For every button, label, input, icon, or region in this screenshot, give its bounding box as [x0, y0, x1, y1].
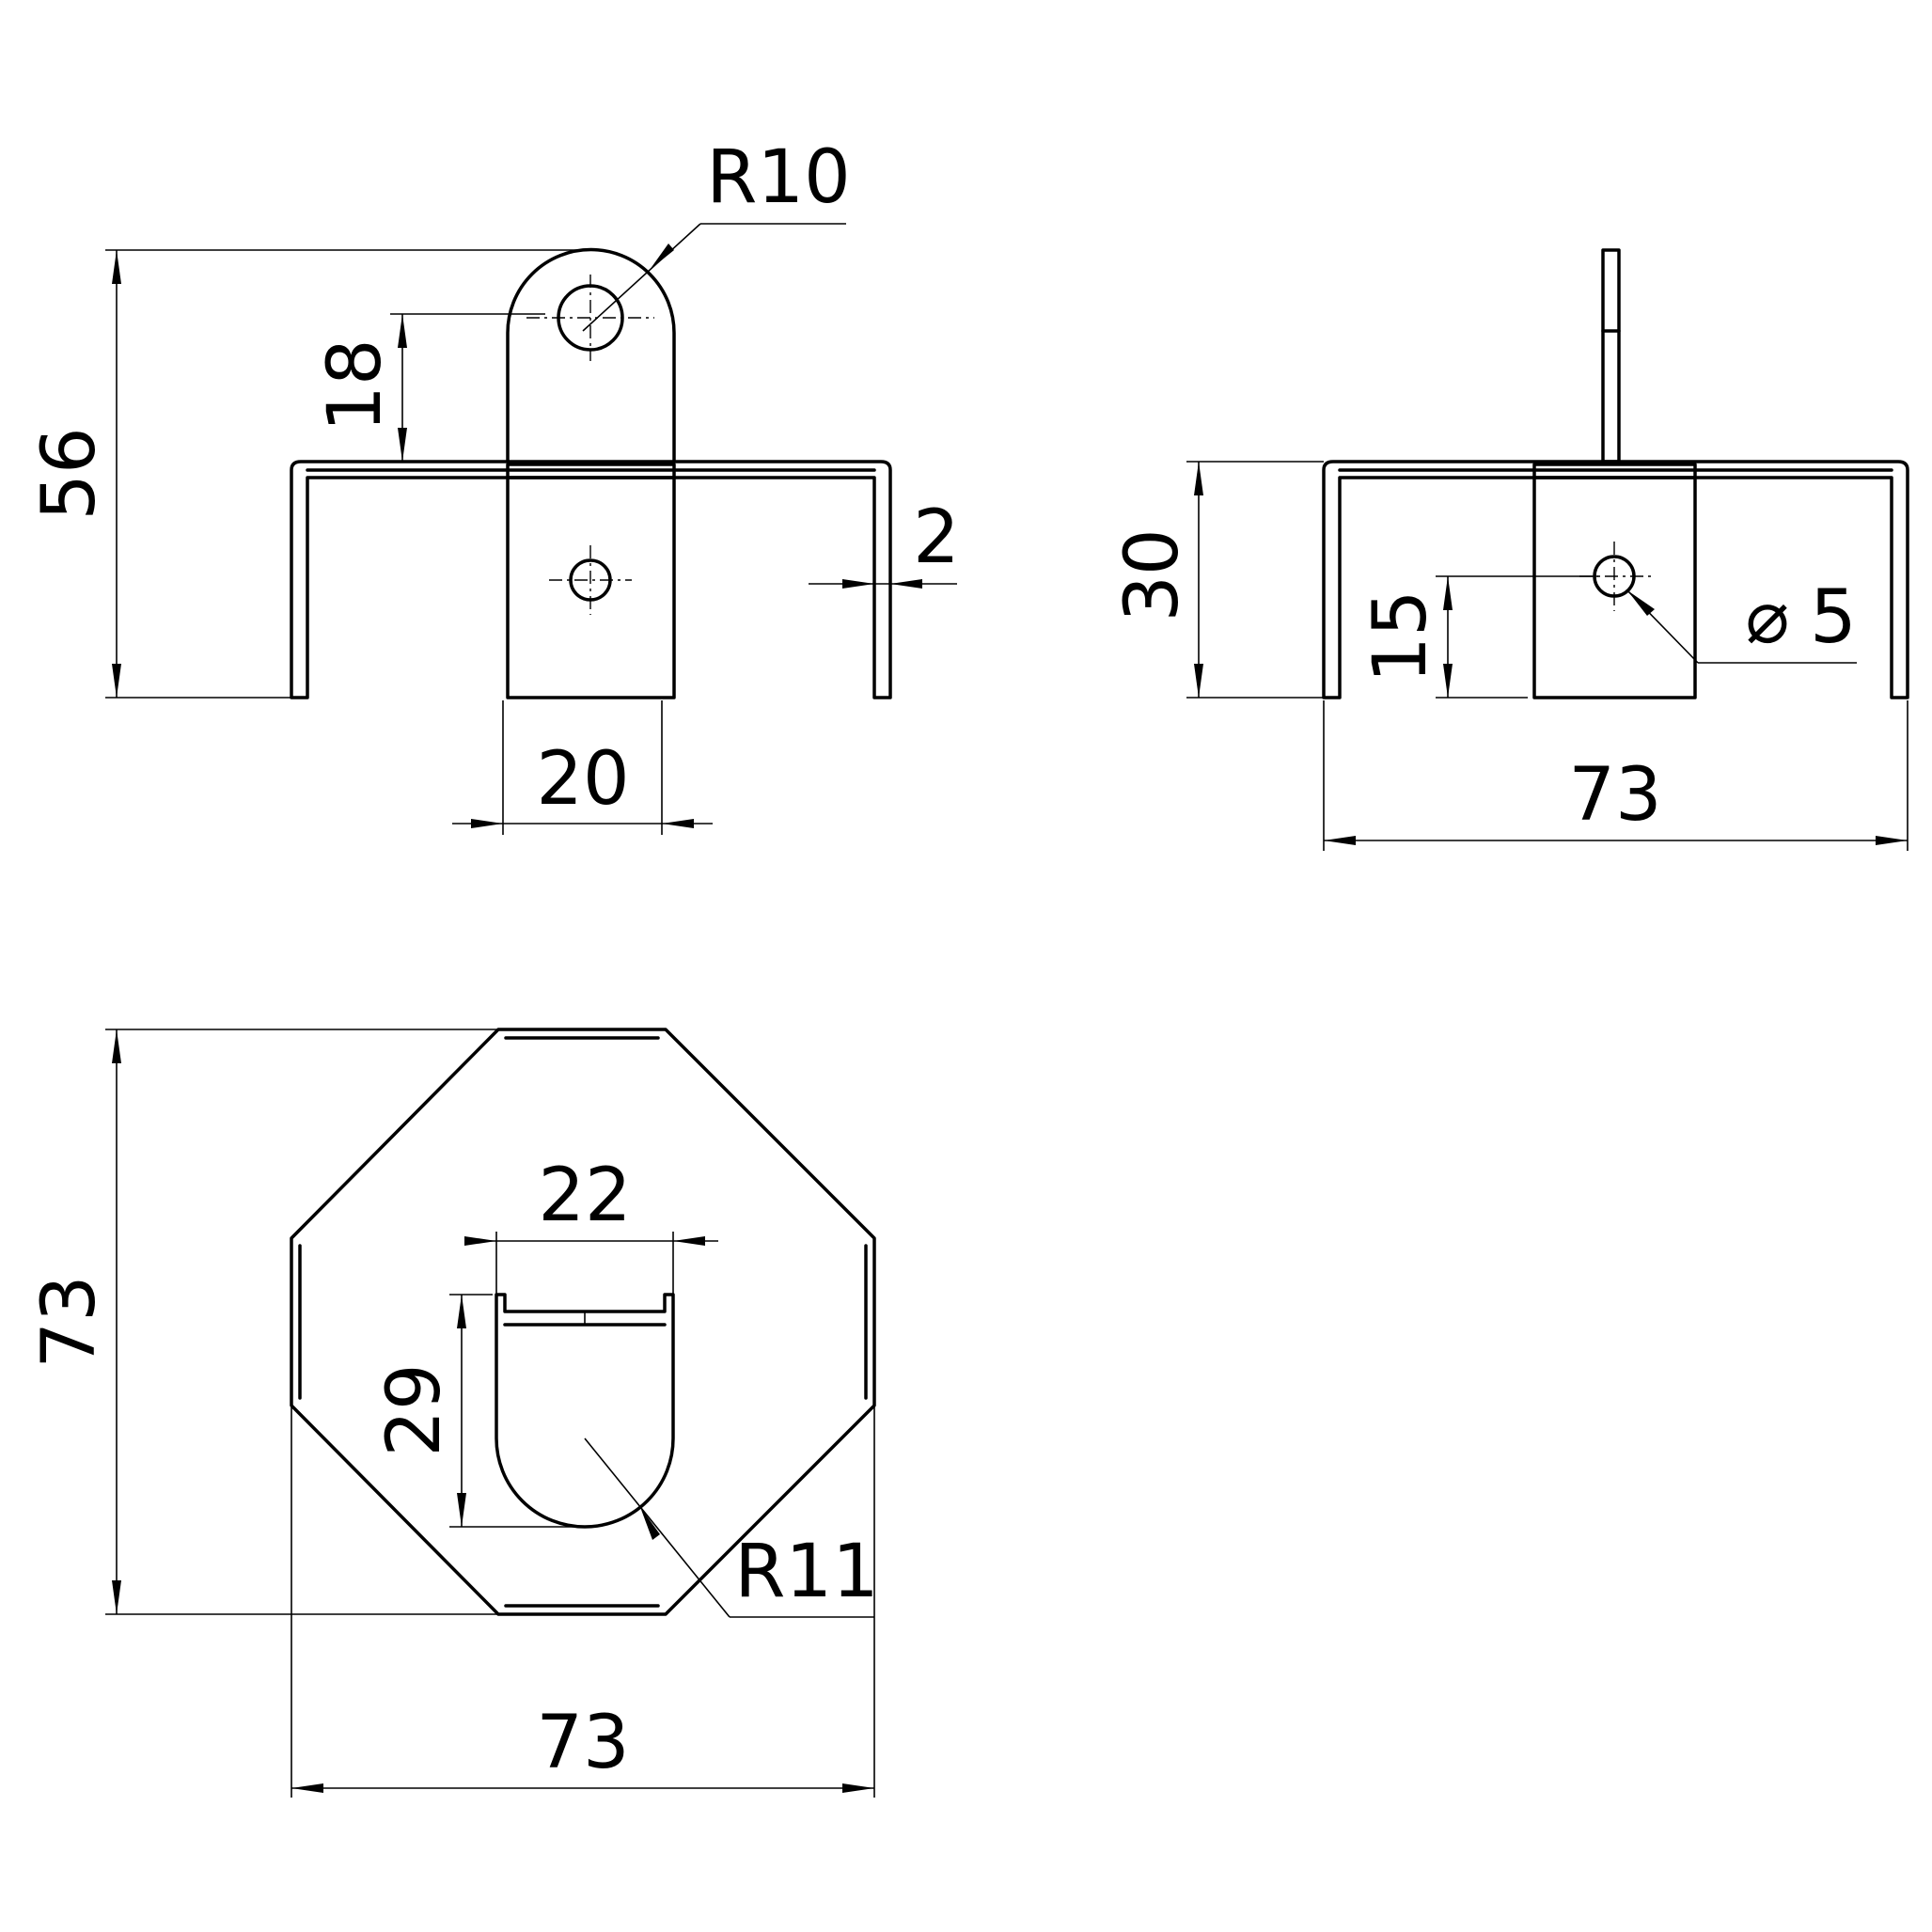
front-top-flange [290, 460, 892, 699]
dim-15-arrow-top [1443, 576, 1453, 610]
dim-73-height-arrow-top [112, 1029, 121, 1063]
dim-r10-label: R10 [706, 135, 850, 220]
top-slot [495, 1293, 675, 1529]
dim-29-arrow-bottom [457, 1493, 466, 1527]
dim-r11-label: R11 [734, 1530, 878, 1614]
dim-73-width-arrow-right [842, 1783, 874, 1793]
dim-29-arrow-top [457, 1295, 466, 1328]
dim-2-arrow-right [890, 579, 922, 589]
dim-dia5-symbol: ⌀ [1746, 575, 1790, 660]
dim-20-label: 20 [536, 737, 629, 822]
top-octagon-outline [290, 1028, 876, 1616]
dim-15-arrow-bottom [1443, 664, 1453, 698]
dim-2-label: 2 [913, 495, 960, 580]
dim-2-arrow-left [842, 579, 874, 589]
dim-r11-leader [584, 1437, 730, 1618]
side-top-flange [1322, 460, 1909, 699]
dim-22-arrow-right [673, 1236, 705, 1246]
dim-20-arrow-right [662, 819, 694, 828]
dim-73-side-label: 73 [1568, 753, 1661, 838]
top-view: 22 29 R11 73 73 [27, 1028, 879, 1798]
dim-18-arrow-top [398, 314, 407, 348]
dim-56-arrow-bottom [112, 664, 121, 698]
dim-18-arrow-bottom [398, 428, 407, 462]
dim-30-arrow-bottom [1194, 664, 1203, 698]
dim-73-height-arrow-bottom [112, 1580, 121, 1614]
dim-r11-arrow [640, 1507, 660, 1540]
dim-73-width-arrow-left [291, 1783, 323, 1793]
side-center-strip [1532, 463, 1697, 699]
dim-30-arrow-top [1194, 462, 1203, 495]
dim-73-side-arrow-right [1876, 836, 1908, 845]
front-view: 56 18 R10 2 20 [27, 135, 960, 835]
dim-29-label: 29 [372, 1363, 457, 1456]
dim-22-label: 22 [538, 1154, 631, 1238]
dim-15-label: 15 [1359, 589, 1443, 683]
dim-30-label: 30 [1110, 528, 1195, 621]
dim-56-label: 56 [27, 427, 112, 520]
dim-73-width-label: 73 [536, 1701, 629, 1785]
dim-73-height-label: 73 [27, 1275, 112, 1368]
front-center-strip [506, 463, 676, 699]
dim-r10-arrow [650, 243, 674, 270]
side-tab-edge [1601, 248, 1621, 463]
dim-18-label: 18 [313, 338, 398, 432]
dim-r10-leader [582, 223, 701, 332]
dim-73-side-arrow-left [1324, 836, 1356, 845]
front-rounded-tab [506, 247, 676, 463]
dim-22-arrow-left [464, 1236, 496, 1246]
dim-20-arrow-left [471, 819, 503, 828]
dim-dia5-arrow [1627, 590, 1655, 616]
side-view: 30 15 ⌀ 5 73 [1110, 248, 1909, 851]
dim-56-arrow-top [112, 250, 121, 284]
dim-dia5-label: 5 [1810, 575, 1857, 660]
